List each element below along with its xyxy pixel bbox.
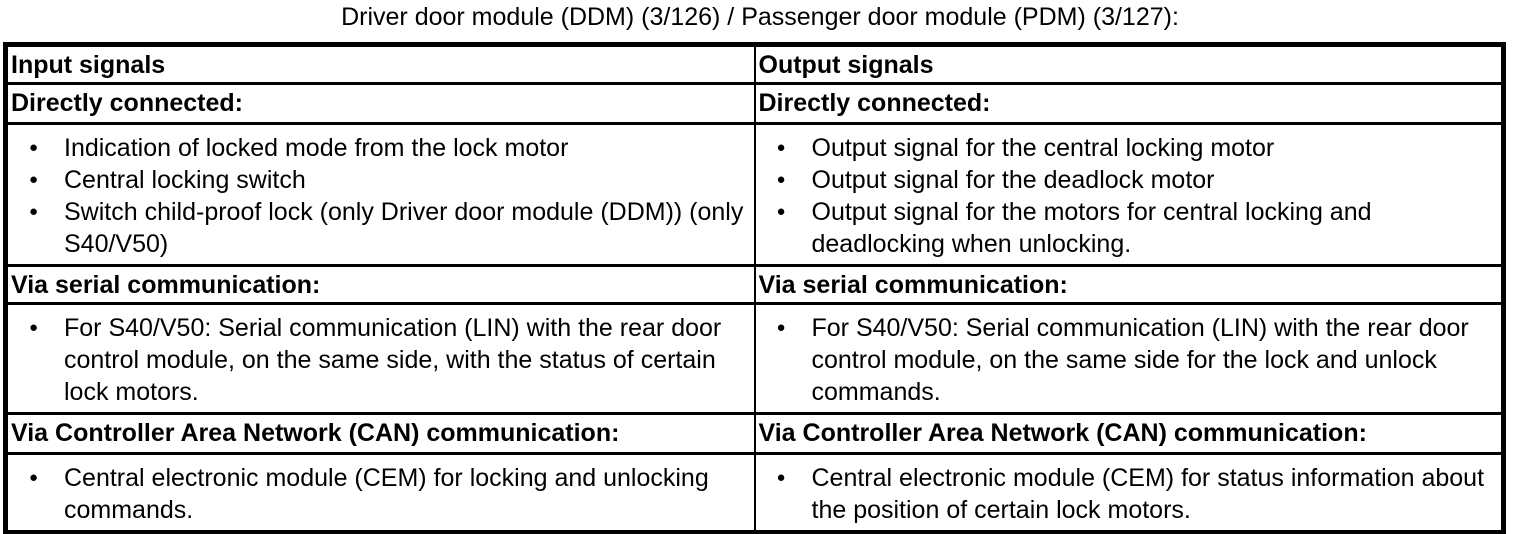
list-item: ● Central electronic module (CEM) for st… [756, 462, 1502, 526]
output-serial-heading: Via serial communication: [753, 264, 1505, 305]
list-item-text: Central locking switch [64, 166, 306, 194]
bullet-list: ● For S40/V50: Serial communication (LIN… [756, 305, 1502, 412]
can-items-row: ● Central electronic module (CEM) for lo… [4, 452, 1505, 534]
list-item-text: Output signal for the deadlock motor [811, 166, 1215, 194]
list-item-text: Central electronic module (CEM) for lock… [64, 464, 709, 524]
output-serial-cell: ● For S40/V50: Serial communication (LIN… [753, 302, 1505, 415]
output-directly-connected-cell: ● Output signal for the central locking … [753, 122, 1505, 267]
bullet-icon: ● [29, 203, 39, 220]
list-item: ● For S40/V50: Serial communication (LIN… [756, 312, 1502, 408]
bullet-icon: ● [29, 139, 39, 156]
serial-communication-row: Via serial communication: Via serial com… [4, 264, 1505, 305]
input-serial-heading: Via serial communication: [4, 264, 756, 305]
list-item: ● For S40/V50: Serial communication (LIN… [8, 312, 754, 408]
list-item-text: For S40/V50: Serial communication (LIN) … [811, 314, 1469, 406]
bullet-icon: ● [29, 319, 39, 336]
bullet-list: ● Indication of locked mode from the loc… [8, 125, 754, 264]
bullet-icon: ● [776, 139, 786, 156]
bullet-icon: ● [776, 469, 786, 486]
bullet-list: ● Central electronic module (CEM) for lo… [8, 455, 754, 530]
list-item: ● Output signal for the central locking … [756, 132, 1502, 164]
list-item: ● Indication of locked mode from the loc… [8, 132, 754, 164]
output-can-heading: Via Controller Area Network (CAN) commun… [753, 412, 1505, 455]
signals-table: Input signals Output signals Directly co… [3, 42, 1506, 534]
list-item-text: For S40/V50: Serial communication (LIN) … [64, 314, 722, 406]
list-item-text: Central electronic module (CEM) for stat… [811, 464, 1485, 524]
list-item: ● Central electronic module (CEM) for lo… [8, 462, 754, 526]
list-item-text: Indication of locked mode from the lock … [64, 134, 569, 162]
input-can-cell: ● Central electronic module (CEM) for lo… [4, 452, 756, 534]
list-item-text: Switch child-proof lock (only Driver doo… [64, 198, 744, 258]
directly-connected-row: Directly connected: Directly connected: [4, 82, 1505, 125]
output-can-cell: ● Central electronic module (CEM) for st… [753, 452, 1505, 534]
list-item: ● Switch child-proof lock (only Driver d… [8, 196, 754, 260]
bullet-list: ● Central electronic module (CEM) for st… [756, 455, 1502, 530]
list-item-text: Output signal for the central locking mo… [811, 134, 1275, 162]
bullet-icon: ● [776, 319, 786, 336]
bullet-list: ● For S40/V50: Serial communication (LIN… [8, 305, 754, 412]
serial-items-row: ● For S40/V50: Serial communication (LIN… [4, 302, 1505, 415]
input-can-heading: Via Controller Area Network (CAN) commun… [4, 412, 756, 455]
input-directly-connected-heading: Directly connected: [4, 82, 756, 125]
input-directly-connected-cell: ● Indication of locked mode from the loc… [4, 122, 756, 267]
can-communication-row: Via Controller Area Network (CAN) commun… [4, 412, 1505, 455]
directly-connected-items-row: ● Indication of locked mode from the loc… [4, 122, 1505, 267]
list-item: ● Output signal for the motors for centr… [756, 196, 1502, 260]
bullet-icon: ● [776, 171, 786, 188]
input-serial-cell: ● For S40/V50: Serial communication (LIN… [4, 302, 756, 415]
output-signals-header: Output signals [753, 43, 1505, 85]
bullet-icon: ● [776, 203, 786, 220]
output-directly-connected-heading: Directly connected: [753, 82, 1505, 125]
bullet-icon: ● [29, 469, 39, 486]
list-item: ● Central locking switch [8, 164, 754, 196]
input-signals-header: Input signals [4, 43, 756, 85]
table-header-row: Input signals Output signals [4, 43, 1505, 85]
page-title: Driver door module (DDM) (3/126) / Passe… [341, 3, 1179, 31]
list-item: ● Output signal for the deadlock motor [756, 164, 1502, 196]
bullet-list: ● Output signal for the central locking … [756, 125, 1502, 264]
list-item-text: Output signal for the motors for central… [811, 198, 1372, 258]
bullet-icon: ● [29, 171, 39, 188]
